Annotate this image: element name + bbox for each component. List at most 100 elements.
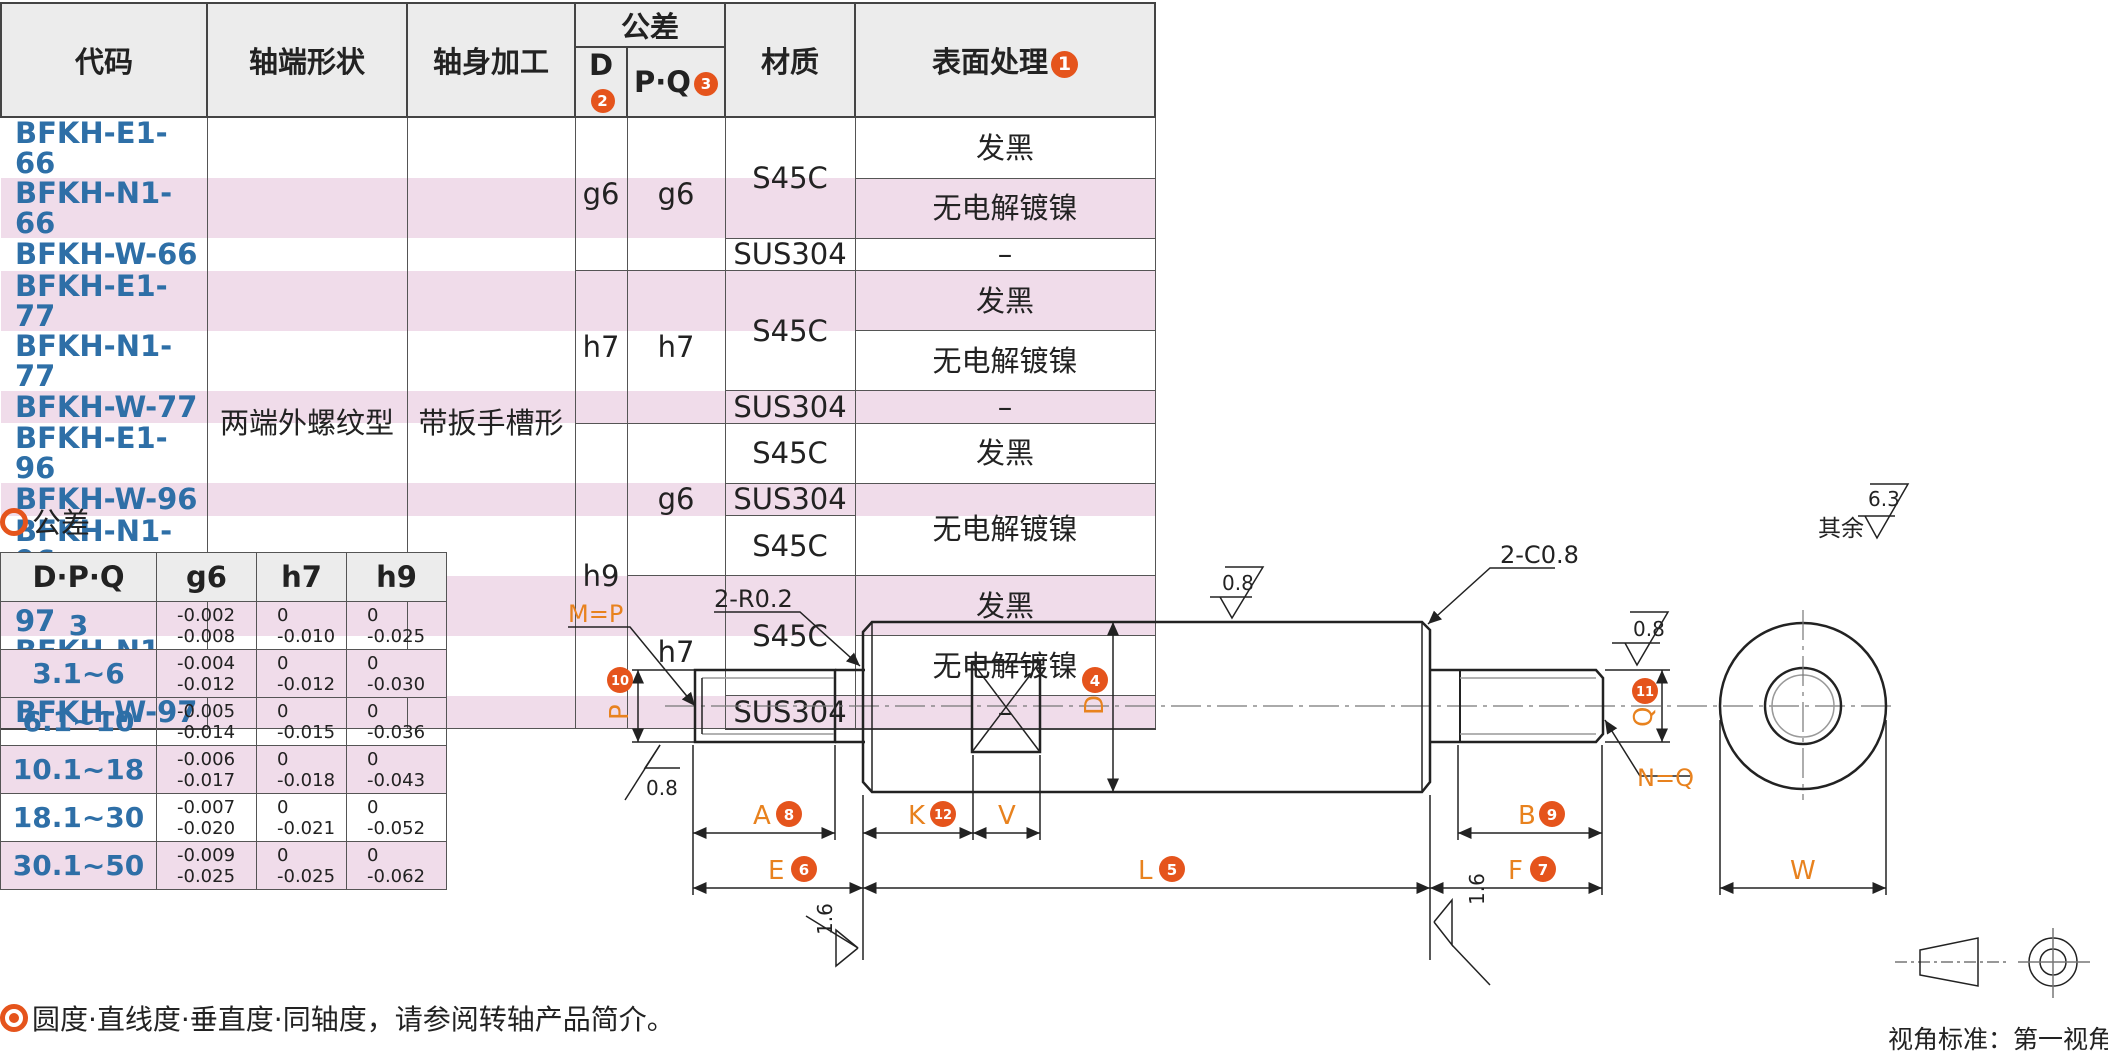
tol-value: 0-0.025 [256,841,347,890]
dimension-labels: A K V B E L F W D P Q [605,695,1816,886]
dim-f: F [1508,856,1523,886]
footnote: 圆度·直线度·垂直度·同轴度，请参阅转轴产品简介。 [0,998,675,1038]
tol-limit: -0.025 [277,865,336,887]
tol-limit: -0.030 [367,673,426,695]
code-cell: BFKH-E1-66 [1,117,208,178]
pq-tol-cell: g6 [626,116,726,272]
dim-q: Q [1629,707,1659,727]
dim-w: W [1790,856,1816,886]
tol-header: D·P·Q [0,552,157,602]
dim-e: E [768,856,784,886]
badge-5: 5 [1167,861,1177,879]
roughness-label: 0.8 [1222,571,1254,595]
surface-cell: – [854,237,1156,272]
tol-range: 3.1~6 [0,649,157,698]
material-cell: S45C [724,116,856,239]
tol-limit: 0 [367,700,379,722]
header-tolerance: 公差 [573,2,727,48]
dim-p: P [605,704,635,720]
roughness-label: 0.8 [1633,617,1665,641]
tol-value: 0-0.012 [256,649,347,698]
pq-tol-cell: h7 [626,270,726,424]
tol-limit: 0 [277,700,289,722]
code-cell: BFKH-W-77 [1,390,208,424]
badge-9: 9 [1547,806,1557,824]
dimension-lines [568,483,2090,998]
material-cell: S45C [724,515,856,577]
dimension-badges: 8 12 9 6 5 7 4 10 11 [607,667,1658,882]
tol-limit: -0.018 [277,769,336,791]
tol-limit: -0.012 [177,673,236,695]
header-shaft-body: 轴身加工 [406,2,576,118]
chamfer-label: 2-C0.8 [1500,541,1579,569]
tol-range: 3 [0,601,157,650]
roughness-label: 0.8 [646,776,678,800]
surface-cell: 发黑 [854,575,1156,637]
header-shaft-end: 轴端形状 [206,2,408,118]
tol-range: 6.1~10 [0,697,157,746]
other-roughness-label: 其余 [1818,516,1864,542]
tol-limit: -0.004 [177,652,236,674]
header-material: 材质 [724,2,857,118]
material-cell: SUS304 [724,695,856,730]
tol-limit: 0 [367,844,379,866]
badge-2: 2 [590,89,615,113]
tol-limit: -0.036 [367,721,426,743]
badge-1: 1 [1051,50,1079,78]
tol-limit: -0.007 [177,796,236,818]
m-eq-p-label: M=P [568,600,623,628]
dim-b: B [1518,801,1536,831]
tol-value: -0.007-0.020 [156,793,257,842]
tol-limit: -0.025 [367,625,426,647]
tol-header: h9 [346,552,447,602]
tol-limit: 0 [367,652,379,674]
tol-limit: 0 [367,748,379,770]
tol-limit: -0.017 [177,769,236,791]
badge-3: 3 [693,72,718,96]
tol-value: -0.009-0.025 [156,841,257,890]
tol-limit: -0.025 [177,865,236,887]
surface-cell: 无电解镀镍 [854,482,1156,577]
tol-limit: -0.052 [367,817,426,839]
tol-limit: -0.005 [177,700,236,722]
header-tol-d: D2 [574,46,628,118]
badge-4: 4 [1090,672,1100,690]
tol-value: 0-0.052 [346,793,447,842]
badge-6: 6 [799,861,809,879]
tol-limit: -0.006 [177,748,236,770]
tol-value: -0.002-0.008 [156,601,257,650]
surface-cell: 发黑 [854,270,1156,332]
roughness-label: 1.6 [1465,873,1489,905]
tol-range: 30.1~50 [0,841,157,890]
roughness-label: 1.6 [813,903,837,935]
tol-limit: -0.012 [277,673,336,695]
tol-limit: 0 [277,796,289,818]
tol-value: 0-0.018 [256,745,347,794]
material-cell: SUS304 [724,482,856,517]
tol-range: 10.1~18 [0,745,157,794]
tol-limit: -0.020 [177,817,236,839]
code-cell: BFKH-N1-66 [1,178,208,238]
tol-limit: -0.021 [277,817,336,839]
tol-value: 0-0.043 [346,745,447,794]
code-cell: BFKH-E1-96 [1,423,208,484]
dim-v: V [998,801,1016,831]
surface-cell: 无电解镀镍 [854,177,1156,239]
wrench-slot [970,660,1042,754]
tol-limit: 0 [277,604,289,626]
tol-limit: -0.002 [177,604,236,626]
badge-8: 8 [784,806,794,824]
tolerance-title: 公差 [0,500,90,542]
material-cell: SUS304 [724,390,856,424]
radius-label: 2-R0.2 [714,585,793,613]
code-cell: BFKH-N1-77 [1,330,208,391]
tol-value: -0.005-0.014 [156,697,257,746]
material-cell: S45C [724,270,856,392]
tol-value: 0-0.062 [346,841,447,890]
